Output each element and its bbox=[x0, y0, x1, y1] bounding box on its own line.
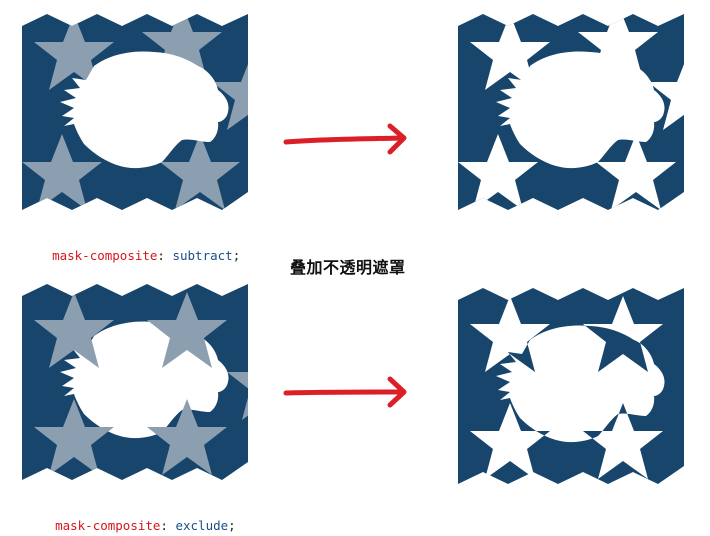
exclude-result-image bbox=[458, 288, 684, 486]
semicolon: ; bbox=[232, 248, 241, 263]
arrow-right-icon bbox=[282, 372, 412, 412]
property-value: exclude bbox=[175, 518, 229, 533]
property-name: mask-composite bbox=[52, 248, 158, 263]
caption: 叠加不透明遮罩 bbox=[290, 258, 406, 277]
semicolon: ; bbox=[228, 518, 236, 533]
property-name: mask-composite bbox=[55, 518, 161, 533]
property-value: subtract bbox=[172, 248, 233, 263]
arrow-right-icon bbox=[282, 120, 412, 160]
colon: : bbox=[157, 248, 165, 263]
colon: : bbox=[160, 518, 168, 533]
subtract-result-image bbox=[458, 14, 684, 212]
subtract-source-image bbox=[22, 14, 248, 212]
exclude-code-label: mask-composite: exclude; bbox=[40, 503, 236, 533]
subtract-code-label: mask-composite: subtract; bbox=[37, 233, 240, 263]
exclude-source-image bbox=[22, 284, 248, 482]
